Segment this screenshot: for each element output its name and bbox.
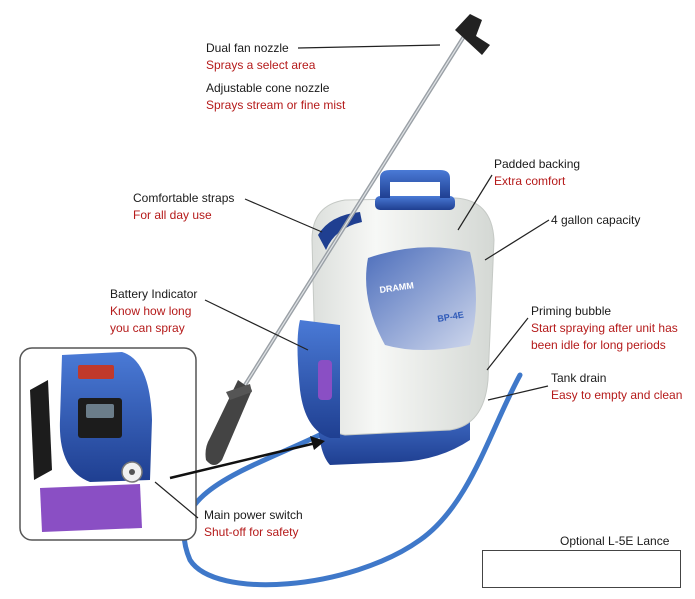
callout-desc: Shut-off for safety xyxy=(204,525,299,539)
callout-title: Padded backing xyxy=(494,157,581,171)
inset-purple-tray xyxy=(40,484,142,532)
callout-tank-drain: Tank drain Easy to empty and clean xyxy=(551,370,682,404)
tank-lid xyxy=(375,196,455,210)
callout-desc: Extra comfort xyxy=(494,174,566,188)
spray-gun-handle xyxy=(205,380,252,465)
callout-desc: For all day use xyxy=(133,208,212,222)
callout-battery-indicator: Battery Indicator Know how long you can … xyxy=(110,286,197,337)
callout-title: 4 gallon capacity xyxy=(551,213,641,227)
tank-logo: DRAMM xyxy=(379,280,415,295)
callout-desc: Easy to empty and clean xyxy=(551,388,683,402)
callout-title: Priming bubble xyxy=(531,304,612,318)
callout-desc: Sprays a select area xyxy=(206,58,316,72)
callout-padded-backing: Padded backing Extra comfort xyxy=(494,156,580,190)
battery-indicator-display xyxy=(78,365,114,379)
callout-title: Battery Indicator xyxy=(110,287,198,301)
callout-priming-bubble: Priming bubble Start spraying after unit… xyxy=(531,303,678,354)
hose xyxy=(181,372,523,588)
spray-gun-trigger xyxy=(226,384,252,400)
tank-handle xyxy=(380,170,450,198)
dual-fan-nozzle xyxy=(455,14,490,55)
callout-capacity: 4 gallon capacity xyxy=(551,212,640,229)
callout-desc-line2: been idle for long periods xyxy=(531,338,666,352)
callout-title: Tank drain xyxy=(551,371,607,385)
callout-desc-line1: Start spraying after unit has xyxy=(531,321,678,335)
optional-lance-box xyxy=(482,550,681,588)
callout-title: Dual fan nozzle xyxy=(206,41,289,55)
callout-title: Main power switch xyxy=(204,508,303,522)
callout-dual-fan-nozzle: Dual fan nozzle Sprays a select area xyxy=(206,40,315,74)
callout-title: Adjustable cone nozzle xyxy=(206,81,330,95)
optional-lance-title: Optional L-5E Lance xyxy=(560,534,670,548)
callout-desc: Sprays stream or fine mist xyxy=(206,98,346,112)
callout-comfortable-straps: Comfortable straps For all day use xyxy=(133,190,234,224)
callout-desc-line2: you can spray xyxy=(110,321,185,335)
inset-arrow xyxy=(169,440,321,480)
tank-model: BP-4E xyxy=(437,310,465,324)
callout-main-power-switch: Main power switch Shut-off for safety xyxy=(204,507,303,541)
priming-bubble-part xyxy=(318,360,332,400)
callout-title: Comfortable straps xyxy=(133,191,235,205)
tank-label xyxy=(366,247,476,350)
callout-desc-line1: Know how long xyxy=(110,304,192,318)
callout-adjustable-cone-nozzle: Adjustable cone nozzle Sprays stream or … xyxy=(206,80,345,114)
